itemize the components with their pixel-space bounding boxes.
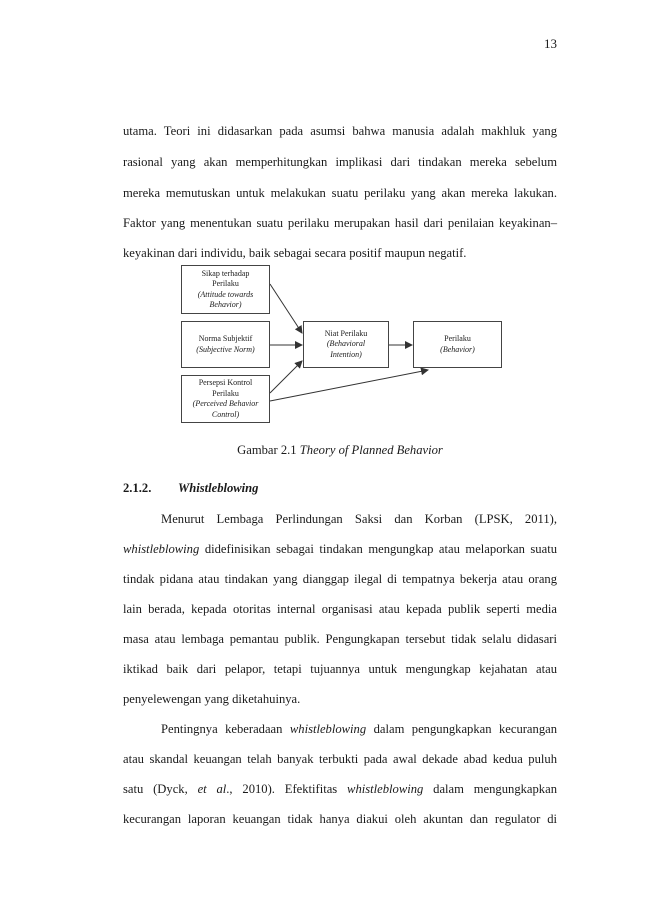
text-line: mereka memutuskan untuk melakukan suatu …	[123, 186, 557, 200]
page-number: 13	[544, 36, 557, 51]
arrow-control-to-intention	[269, 360, 303, 394]
section-heading: 2.1.2. Whistleblowing	[123, 481, 258, 496]
arrow-attitude-to-intention	[269, 283, 303, 334]
diagram-arrows	[269, 283, 429, 402]
text-line: iktikad baik dari pelapor, tetapi tujuan…	[123, 662, 557, 676]
text-line: atau skandal keuangan telah banyak terbu…	[123, 752, 557, 766]
perceived-control-box: Persepsi Kontrol Perilaku (Perceived Beh…	[181, 375, 270, 423]
arrow-control-to-behavior	[269, 367, 429, 402]
text-line: whistleblowing didefinisikan sebagai tin…	[123, 542, 557, 556]
text-line: satu (Dyck, et al., 2010). Efektifitas w…	[123, 782, 557, 796]
theory-of-planned-behavior-diagram: Sikap terhadap Perilaku (Attitude toward…	[178, 263, 508, 425]
section-title: Whistleblowing	[178, 481, 259, 495]
text-line: kecurangan laporan keuangan tidak hanya …	[123, 812, 557, 826]
text-line: rasional yang akan memperhitungkan impli…	[123, 155, 557, 169]
behavioral-intention-box: Niat Perilaku (Behavioral Intention)	[303, 321, 389, 368]
text-line: masa atau lembaga pemantau publik. Pengu…	[123, 632, 557, 646]
section-number: 2.1.2.	[123, 481, 152, 495]
attitude-box: Sikap terhadap Perilaku (Attitude toward…	[181, 265, 270, 314]
text-line: lain berada, kepada otoritas internal or…	[123, 602, 557, 616]
text-line: utama. Teori ini didasarkan pada asumsi …	[123, 124, 557, 138]
text-line: Faktor yang menentukan suatu perilaku me…	[123, 216, 557, 230]
figure-caption: Gambar 2.1 Theory of Planned Behavior	[237, 443, 443, 457]
text-line: tindak pidana atau tindakan yang diangga…	[123, 572, 557, 586]
behavior-box: Perilaku (Behavior)	[413, 321, 502, 368]
text-line: penyelewengan yang diketahuinya.	[123, 692, 301, 706]
text-line: Menurut Lembaga Perlindungan Saksi dan K…	[161, 512, 557, 526]
subjective-norm-box: Norma Subjektif (Subjective Norm)	[181, 321, 270, 368]
text-line: keyakinan dari individu, baik sebagai se…	[123, 246, 467, 260]
text-line: Pentingnya keberadaan whistleblowing dal…	[161, 722, 558, 736]
